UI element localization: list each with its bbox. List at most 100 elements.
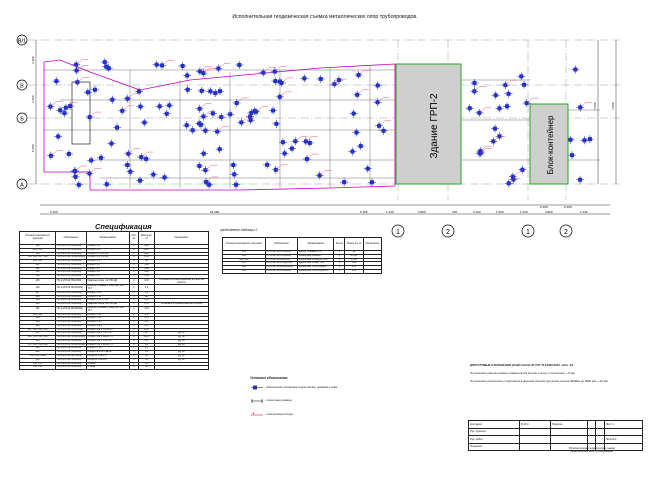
table-cell: ПС-4.29Т.20.ПО(2009)	[264, 268, 299, 274]
dimension-value: 7 000	[593, 102, 597, 110]
table-cell: 149	[222, 268, 266, 274]
axis-marker	[16, 79, 28, 91]
spec-header-cell: Обозначение	[55, 231, 87, 245]
pipe-supports	[46, 58, 594, 189]
label-leader	[377, 97, 384, 103]
table-cell: Кронштейн ТОФ опоры 1/2	[297, 268, 335, 274]
title-block-cell	[549, 427, 589, 436]
title-block-cell	[595, 442, 605, 451]
label-leader	[480, 145, 487, 152]
label-leader	[50, 150, 58, 156]
label-leader	[263, 67, 270, 73]
site-plan: Здание ГРП-2 Блок-контейнер В/1 В Б А 3 …	[16, 34, 620, 215]
block-container	[529, 103, 569, 185]
spec-header-cell: Масса ед. кг	[138, 231, 155, 245]
label-leader	[274, 66, 281, 72]
title-block-cell	[519, 435, 551, 444]
dimension-value: 760	[452, 210, 457, 214]
label-leader	[505, 79, 512, 86]
spec-header-cell: Позиция монтажного чертежа	[18, 231, 57, 245]
label-leader	[65, 102, 72, 108]
axis-label: 2	[446, 229, 450, 236]
axis-label: 2	[564, 229, 568, 236]
tolerance-note: Отклонения осей колонн от вертикали в ве…	[470, 379, 609, 383]
table-cell: ПС-4.29Т.20.ПОЗ(А-2009)	[55, 255, 87, 261]
title-block-cell: Составил	[467, 420, 521, 429]
axis-marker	[16, 178, 28, 190]
dimension-value: 5 100	[360, 210, 368, 214]
table-cell: 1	[333, 268, 346, 274]
label-leader	[218, 63, 225, 69]
dimension-value: 3 200	[31, 56, 35, 64]
title-block-cell	[603, 427, 644, 436]
label-leader	[76, 65, 83, 71]
label-leader	[89, 168, 96, 174]
table-cell: 2,45	[344, 268, 364, 274]
label-leader	[305, 136, 312, 142]
label-leader	[203, 111, 210, 117]
table-cell	[153, 365, 210, 371]
title-block-cell	[595, 420, 605, 429]
tolerance-note: Отклонения отметок опорных поверхностей …	[470, 371, 576, 375]
title-block-row: Рук. работ Листов 1	[467, 435, 644, 444]
legend-item: - отметка верха опоры	[265, 413, 294, 416]
table-cell: 1	[128, 302, 140, 307]
label-leader	[203, 68, 210, 74]
label-leader	[122, 105, 129, 111]
dimension-value: 2 000	[540, 205, 548, 209]
spec-header-cell: Примечание	[362, 237, 383, 251]
table-cell: 2	[128, 277, 140, 286]
label-leader	[199, 103, 206, 109]
title-block-cell: Ф.И.О.	[519, 420, 551, 429]
label-leader	[199, 66, 207, 72]
site-outline	[43, 59, 396, 191]
pipelines	[44, 66, 600, 188]
spec-title: Спецификация	[95, 222, 152, 231]
table-cell	[362, 268, 383, 274]
support-labels	[50, 59, 593, 184]
label-leader	[378, 120, 386, 126]
label-leader	[161, 60, 169, 66]
table-cell: Стойка	[85, 365, 130, 371]
label-leader	[357, 89, 364, 95]
spec-header-cell: Наименование	[85, 231, 130, 245]
label-leader	[479, 148, 486, 154]
title-block-cell	[587, 420, 597, 429]
title-block-cell	[587, 435, 597, 444]
label-leader	[479, 107, 486, 113]
axis-label: В/1	[18, 39, 26, 45]
title-block-cell: Рук. работ	[467, 435, 521, 444]
label-leader	[206, 176, 213, 183]
label-leader	[76, 59, 83, 65]
label-leader	[306, 153, 314, 160]
legend-title: Условные обозначения	[250, 376, 288, 380]
grp-building-label: Здание ГРП-2	[429, 93, 440, 158]
table-cell: Собирается ориентировочно в опоре	[153, 302, 210, 307]
label-leader	[526, 97, 533, 104]
label-leader	[241, 117, 248, 123]
table-cell: ПС-4.29Т.20.ПОЗ(2009)	[55, 327, 87, 333]
label-leader	[358, 69, 365, 76]
label-leader	[508, 178, 515, 184]
dimension-value: 1 240	[580, 210, 588, 214]
title-block-description: Исполнительная геодезическая съемка мета…	[569, 447, 615, 453]
grp-building	[395, 63, 462, 185]
title-block-cell: Листов 1	[603, 435, 644, 444]
label-leader	[74, 165, 82, 172]
label-leader	[205, 165, 212, 171]
title-block-cell	[603, 442, 644, 451]
label-leader	[236, 97, 243, 104]
title-block-cell	[519, 427, 551, 436]
label-leader	[295, 136, 302, 142]
